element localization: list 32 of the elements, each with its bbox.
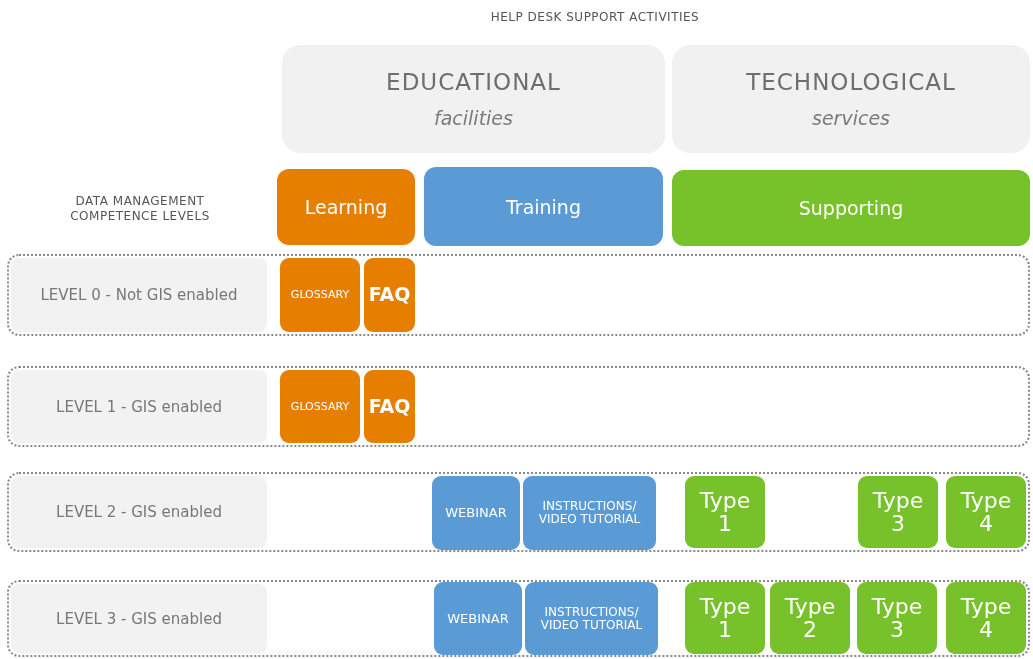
level-label: LEVEL 3 - GIS enabled bbox=[11, 584, 267, 653]
category-heading: EDUCATIONAL bbox=[386, 69, 561, 95]
resource-tile: FAQ bbox=[364, 258, 415, 332]
level-label: LEVEL 2 - GIS enabled bbox=[11, 476, 267, 548]
resource-tile: INSTRUCTIONS/ VIDEO TUTORIAL bbox=[525, 582, 658, 655]
resource-tile: FAQ bbox=[364, 370, 415, 443]
resource-tile: Type 4 bbox=[946, 476, 1026, 548]
section-label: HELP DESK SUPPORT ACTIVITIES bbox=[489, 10, 701, 25]
resource-tile: WEBINAR bbox=[432, 476, 520, 550]
level-row bbox=[7, 254, 1030, 336]
category-subtitle: services bbox=[812, 107, 890, 129]
level-row bbox=[7, 472, 1030, 552]
activity-header: Supporting bbox=[672, 170, 1030, 246]
resource-tile: INSTRUCTIONS/ VIDEO TUTORIAL bbox=[523, 476, 656, 550]
level-label: LEVEL 0 - Not GIS enabled bbox=[11, 258, 267, 332]
category-heading: TECHNOLOGICAL bbox=[746, 69, 956, 95]
resource-tile: GLOSSARY bbox=[280, 370, 360, 443]
resource-tile: Type 1 bbox=[685, 582, 765, 654]
level-label: LEVEL 1 - GIS enabled bbox=[11, 370, 267, 443]
level-row bbox=[7, 580, 1030, 657]
resource-tile: Type 1 bbox=[685, 476, 765, 548]
level-row bbox=[7, 366, 1030, 447]
section-label: DATA MANAGEMENT COMPETENCE LEVELS bbox=[69, 194, 211, 224]
activity-header: Learning bbox=[277, 169, 415, 245]
resource-tile: Type 2 bbox=[770, 582, 850, 654]
category-subtitle: facilities bbox=[434, 107, 513, 129]
resource-tile: Type 3 bbox=[857, 582, 937, 654]
activity-header: Training bbox=[424, 167, 663, 246]
resource-tile: WEBINAR bbox=[434, 582, 522, 655]
resource-tile: GLOSSARY bbox=[280, 258, 360, 332]
resource-tile: Type 4 bbox=[946, 582, 1026, 654]
resource-tile: Type 3 bbox=[858, 476, 938, 548]
